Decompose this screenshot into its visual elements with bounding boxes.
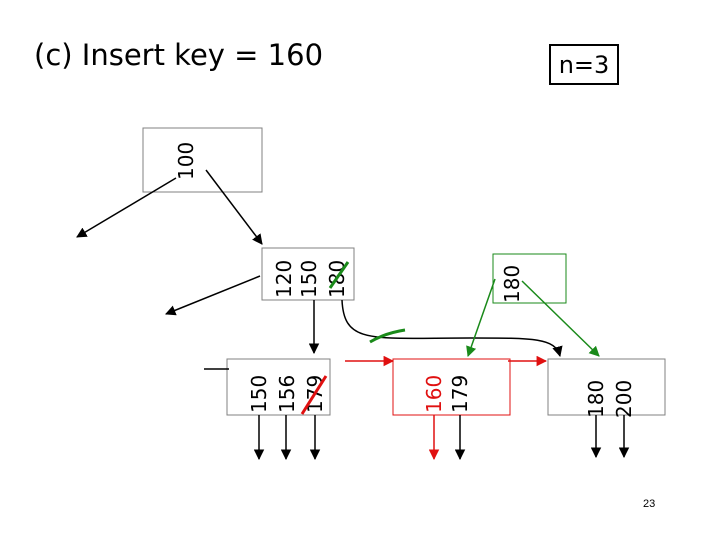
- slide-number: 23: [643, 498, 656, 510]
- pointer-new-internal-leaf3: [521, 280, 600, 357]
- pointer-internal-leaf3-curve: [341, 299, 563, 358]
- leaf-node-3: [547, 358, 666, 416]
- internal-key-2: 150: [297, 260, 321, 298]
- order-label-box: n=3: [549, 44, 619, 85]
- leaf-3-key-2: 200: [612, 380, 636, 418]
- pointer-new-internal-leaf2: [466, 278, 496, 357]
- pointer-internal-left: [165, 275, 261, 316]
- leaf-3-key-1: 180: [584, 380, 608, 418]
- leaf-2-key-2: 179: [448, 375, 472, 413]
- strike-internal-180: [328, 261, 350, 289]
- root-node: [142, 127, 263, 193]
- leaf-1-key-2: 156: [275, 375, 299, 413]
- leaf-2-key-1: 160: [422, 375, 446, 413]
- new-internal-node: [492, 253, 567, 304]
- internal-key-1: 120: [272, 260, 296, 298]
- strike-leaf-pointer: [369, 328, 406, 344]
- leaf-node-2: [392, 358, 511, 416]
- leaf-node-1: [226, 358, 331, 416]
- new-internal-key-1: 180: [500, 265, 524, 303]
- slide-title: (c) Insert key = 160: [34, 38, 324, 72]
- pointer-root-left: [76, 177, 177, 238]
- strike-leaf-1-179: [300, 375, 328, 415]
- pointer-root-right: [205, 169, 263, 245]
- leaf-1-key-1: 150: [247, 375, 271, 413]
- root-key-1: 100: [174, 142, 198, 180]
